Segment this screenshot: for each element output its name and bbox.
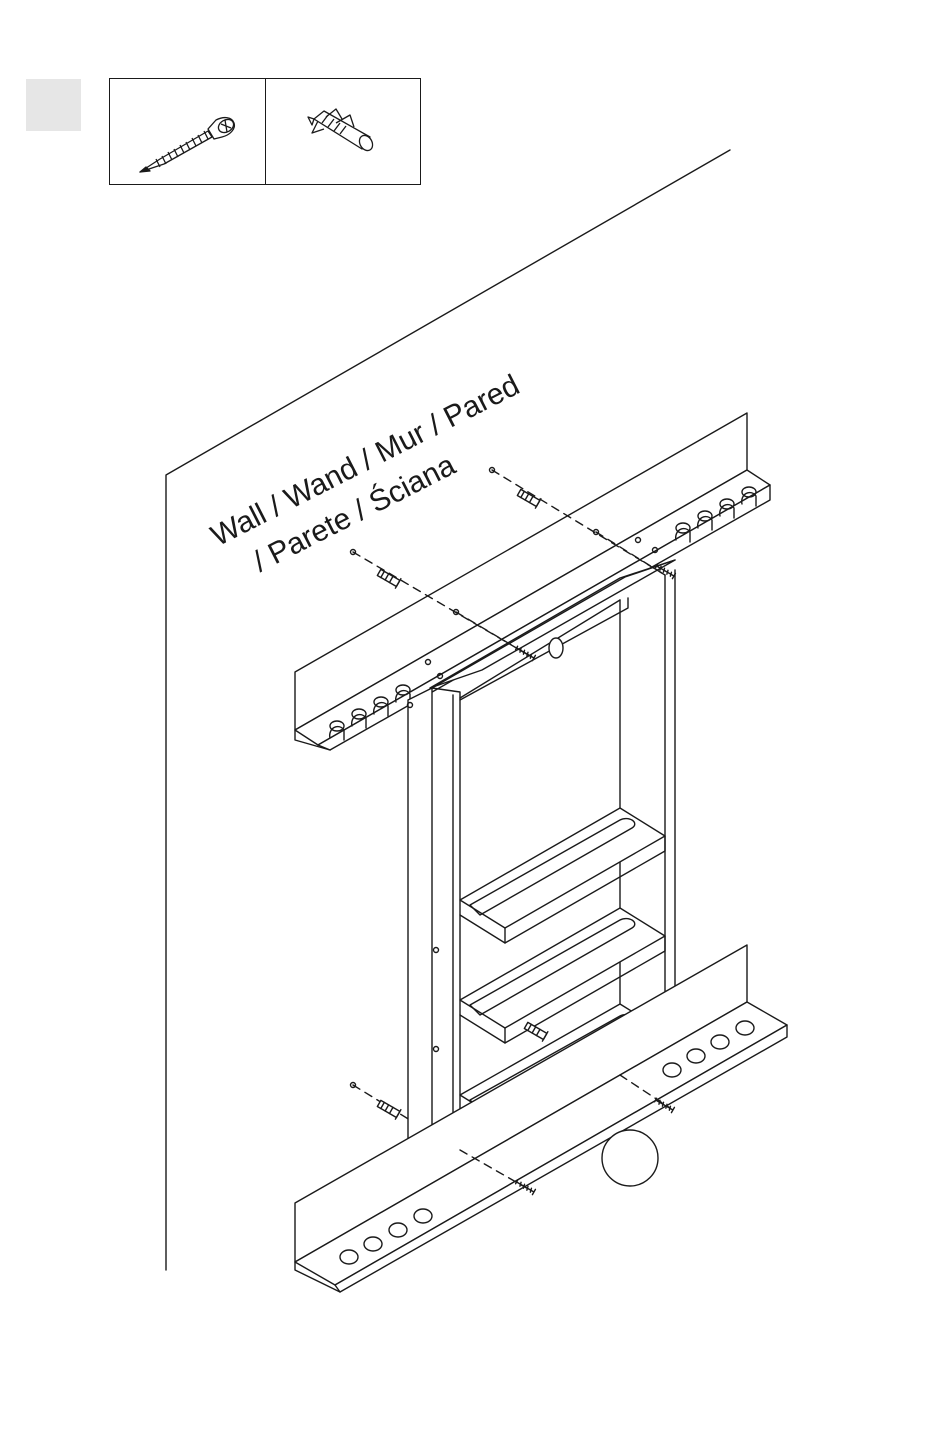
detail-callout-circle bbox=[602, 1130, 658, 1186]
